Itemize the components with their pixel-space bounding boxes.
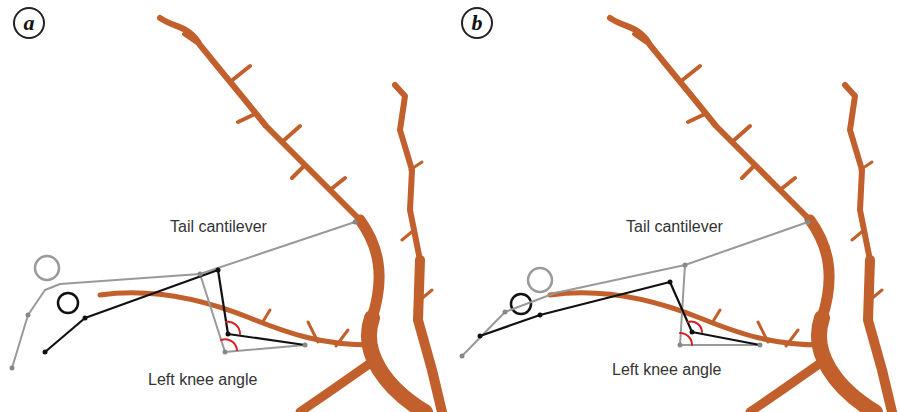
figure-label: Tail cantilever	[624, 217, 725, 236]
panel-letter-text: b	[472, 12, 483, 34]
branch	[100, 18, 442, 412]
panel-letter: b	[461, 7, 493, 39]
panel-letter-text: a	[24, 12, 35, 34]
figure-label: Left knee angle	[610, 360, 723, 379]
figure-label: Tail cantilever	[168, 217, 269, 236]
figure-label: Left knee angle	[146, 370, 259, 389]
branch	[550, 18, 892, 412]
body-model	[10, 220, 358, 371]
body-model	[460, 220, 811, 359]
panel-letter: a	[13, 7, 45, 39]
